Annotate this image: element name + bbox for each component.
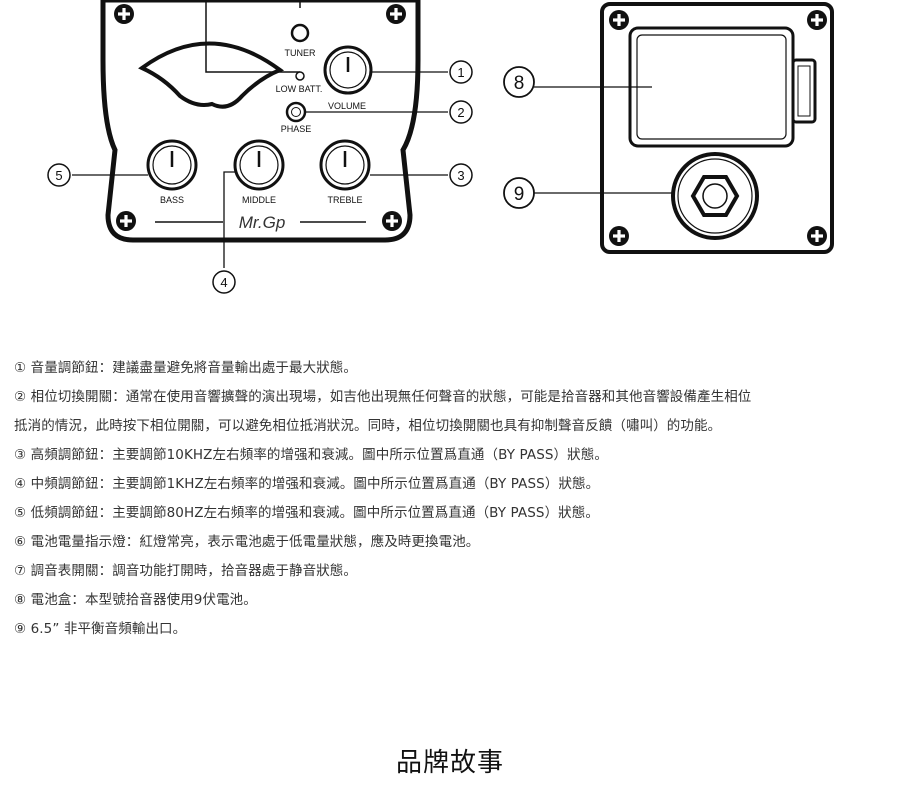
screw-icon bbox=[807, 10, 827, 30]
volume-knob[interactable] bbox=[323, 45, 373, 95]
description-line: ⑨ 6.5” 非平衡音頻輸出口。 bbox=[14, 621, 187, 637]
low-batt-label: LOW BATT. bbox=[276, 84, 323, 94]
description-line: ⑥ 電池電量指示燈：紅燈常亮，表示電池處于低電量狀態，應及時更換電池。 bbox=[14, 534, 480, 550]
svg-text:3: 3 bbox=[457, 168, 464, 183]
screw-icon bbox=[609, 226, 629, 246]
brand-logo: Mr.Gp bbox=[239, 213, 286, 232]
battery-box[interactable] bbox=[628, 26, 817, 148]
preamp-diagram: TUNER LOW BATT. PHASE VOLUME BASS MIDDLE… bbox=[47, 0, 834, 294]
callout-1: 1 bbox=[449, 60, 473, 84]
description-line: ④ 中頻調節鈕：主要調節1KHZ左右頻率的增强和衰減。圖中所示位置爲直通（BY … bbox=[14, 476, 600, 492]
description-line: 抵消的情況，此時按下相位開關，可以避免相位抵消狀況。同時，相位切換開關也具有抑制… bbox=[14, 418, 722, 434]
svg-text:1: 1 bbox=[457, 65, 464, 80]
screw-icon bbox=[114, 4, 134, 24]
callout-2: 2 bbox=[449, 100, 473, 124]
brand-story-title: 品牌故事 bbox=[395, 748, 504, 778]
tuner-label: TUNER bbox=[285, 48, 316, 58]
description-line: ① 音量調節鈕：建議盡量避免將音量輸出處于最大狀態。 bbox=[14, 360, 357, 376]
output-jack[interactable] bbox=[671, 152, 759, 240]
svg-text:8: 8 bbox=[514, 73, 525, 94]
tuner-button[interactable] bbox=[290, 23, 310, 43]
description-line: ③ 高頻調節鈕：主要調節10KHZ左右頻率的增强和衰減。圖中所示位置爲直通（BY… bbox=[14, 447, 608, 463]
callout-9: 9 bbox=[503, 177, 535, 209]
callout-5: 5 bbox=[47, 163, 71, 187]
screw-icon bbox=[386, 4, 406, 24]
middle-label: MIDDLE bbox=[242, 195, 276, 205]
volume-label: VOLUME bbox=[328, 101, 366, 111]
svg-text:9: 9 bbox=[514, 184, 525, 205]
low-batt-led bbox=[295, 71, 305, 81]
screw-icon bbox=[382, 211, 402, 231]
screw-icon bbox=[807, 226, 827, 246]
screw-icon bbox=[609, 10, 629, 30]
phase-button[interactable] bbox=[285, 101, 307, 123]
treble-label: TREBLE bbox=[327, 195, 362, 205]
tuner-display bbox=[138, 41, 285, 109]
description-line: ⑦ 調音表開關：調音功能打開時，拾音器處于静音狀態。 bbox=[14, 563, 357, 579]
svg-text:2: 2 bbox=[457, 105, 464, 120]
description-line: ② 相位切換開關：通常在使用音響擴聲的演出現場，如吉他出現無任何聲音的狀態，可能… bbox=[14, 389, 752, 405]
treble-knob[interactable] bbox=[319, 139, 371, 191]
svg-text:4: 4 bbox=[220, 275, 227, 290]
screw-icon bbox=[116, 211, 136, 231]
callout-8: 8 bbox=[503, 66, 535, 98]
bass-label: BASS bbox=[160, 195, 184, 205]
bass-knob[interactable] bbox=[146, 139, 198, 191]
description-line: ⑤ 低頻調節鈕：主要調節80HZ左右頻率的增强和衰減。圖中所示位置爲直通（BY … bbox=[14, 505, 599, 521]
description-line: ⑧ 電池盒：本型號拾音器使用9伏電池。 bbox=[14, 592, 257, 608]
callout-4: 4 bbox=[212, 270, 236, 294]
middle-knob[interactable] bbox=[233, 139, 285, 191]
phase-label: PHASE bbox=[281, 124, 312, 134]
svg-text:5: 5 bbox=[55, 168, 62, 183]
callout-3: 3 bbox=[449, 163, 473, 187]
